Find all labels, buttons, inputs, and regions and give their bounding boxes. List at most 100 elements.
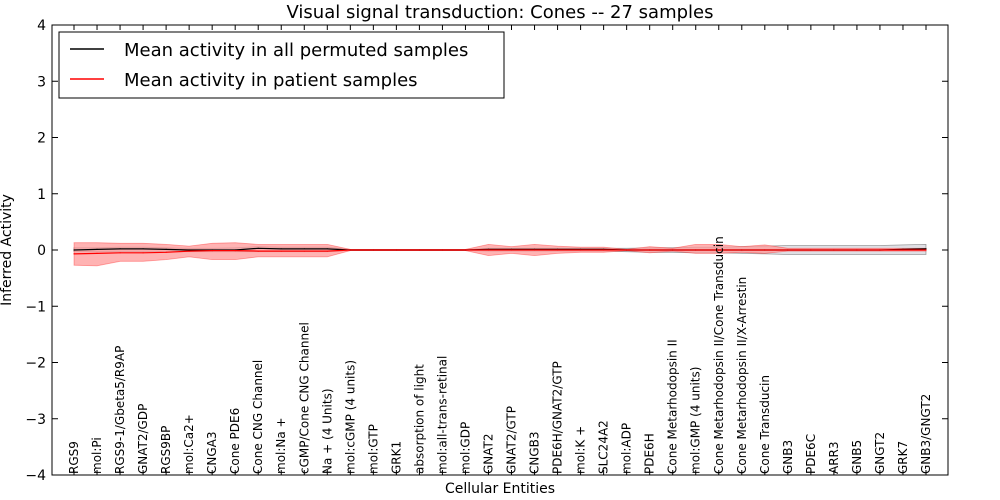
- y-tick-label: −4: [25, 468, 46, 484]
- x-tick-label: mol:Na +: [274, 417, 288, 474]
- point-patient: [695, 249, 697, 251]
- point-patient: [833, 249, 835, 251]
- point-permuted: [280, 248, 282, 250]
- point-patient: [303, 250, 305, 252]
- point-patient: [372, 249, 374, 251]
- point-patient: [119, 252, 121, 254]
- x-tick-label: cGMP/Cone CNG Channel: [297, 322, 311, 474]
- point-patient: [649, 249, 651, 251]
- point-patient: [879, 249, 881, 251]
- point-patient: [165, 251, 167, 253]
- point-patient: [211, 250, 213, 252]
- x-tick-label: mol:K +: [574, 426, 588, 474]
- x-tick-label: PDE6H/GNAT2/GTP: [551, 361, 565, 474]
- point-permuted: [73, 249, 75, 251]
- point-patient: [349, 249, 351, 251]
- x-tick-label: mol:Ca2+: [182, 414, 196, 474]
- point-permuted: [119, 248, 121, 250]
- x-tick-label: GRK7: [896, 441, 910, 474]
- point-permuted: [96, 248, 98, 250]
- x-tick-label: Cone Metarhodopsin II: [666, 339, 680, 474]
- x-tick-label: CNGB3: [528, 431, 542, 474]
- x-tick-label: GNB5: [850, 440, 864, 474]
- y-tick-label: −2: [25, 356, 46, 372]
- x-tick-label: mol:cGMP (4 units): [343, 360, 357, 474]
- x-tick-label: PDE6H: [643, 433, 657, 474]
- point-patient: [764, 249, 766, 251]
- point-permuted: [188, 249, 190, 251]
- point-patient: [234, 250, 236, 252]
- y-tick-label: −1: [25, 299, 46, 315]
- point-patient: [741, 249, 743, 251]
- point-patient: [603, 249, 605, 251]
- point-patient: [718, 249, 720, 251]
- point-patient: [810, 249, 812, 251]
- y-axis-title: Inferred Activity: [0, 194, 15, 306]
- point-patient: [856, 249, 858, 251]
- point-patient: [533, 249, 536, 251]
- point-patient: [787, 249, 789, 251]
- point-patient: [464, 249, 467, 251]
- point-patient: [557, 249, 559, 251]
- plot-frame: [51, 24, 949, 476]
- x-tick-label: mol:GMP (4 units): [689, 367, 703, 474]
- y-tick-label: 1: [37, 187, 46, 203]
- point-permuted: [142, 248, 144, 250]
- legend-label-permuted: Mean activity in all permuted samples: [124, 40, 468, 61]
- y-tick-label: 4: [37, 18, 46, 34]
- series-lines: [73, 247, 927, 255]
- x-tick-label: mol:GDP: [459, 422, 473, 474]
- point-patient: [510, 249, 513, 251]
- point-patient: [280, 250, 282, 252]
- point-patient: [487, 249, 490, 251]
- point-permuted: [303, 248, 305, 250]
- x-axis-title: Cellular Entities: [445, 481, 555, 497]
- x-tick-label: Cone Transducin: [758, 375, 772, 474]
- x-tick-label: CNGA3: [205, 432, 219, 475]
- x-tick-label: Cone Metarhodopsin II/X-Arrestin: [735, 277, 749, 474]
- x-tick-label: RGS9: [67, 441, 81, 474]
- x-tick-label: Na + (4 Units): [320, 388, 334, 474]
- x-tick-label: Cone CNG Channel: [251, 360, 265, 474]
- x-tick-label: GNAT2/GDP: [136, 404, 150, 474]
- x-tick-label: GNB3/GNGT2: [919, 394, 933, 474]
- point-permuted: [165, 248, 167, 250]
- x-tick-label: GRK1: [389, 441, 403, 474]
- point-patient: [672, 249, 674, 251]
- x-tick-label: Cone Metarhodopsin II/Cone Transducin: [712, 236, 726, 474]
- point-patient: [580, 249, 582, 251]
- line-patient: [73, 249, 926, 255]
- point-permuted: [925, 248, 927, 250]
- point-patient: [626, 249, 628, 251]
- x-tick-label: GNAT2/GTP: [505, 406, 519, 474]
- point-patient: [96, 252, 98, 254]
- x-tick-label: mol:GTP: [366, 424, 380, 474]
- y-tick-label: −3: [25, 412, 46, 428]
- point-patient: [441, 249, 443, 251]
- point-patient: [142, 252, 144, 254]
- legend-box: [58, 31, 505, 99]
- legend: Mean activity in all permuted samples Me…: [58, 31, 505, 99]
- point-patient: [73, 253, 75, 255]
- x-tick-label: mol:ADP: [620, 423, 634, 474]
- y-tick-label: 0: [37, 243, 46, 259]
- x-tick-label: ARR3: [827, 441, 841, 474]
- point-patient: [418, 249, 420, 251]
- point-patient: [902, 249, 904, 251]
- x-tick-label: GNGT2: [873, 432, 887, 474]
- point-permuted: [326, 248, 328, 250]
- x-tick-label: SLC24A2: [597, 420, 611, 474]
- x-tick-label: RGS9BP: [159, 426, 173, 474]
- x-tick-label: PDE6C: [804, 434, 818, 474]
- point-permuted: [257, 247, 259, 249]
- point-patient: [188, 250, 190, 252]
- x-tick-label: mol:all-trans-retinal: [435, 356, 449, 474]
- y-tick-label: 3: [37, 74, 46, 90]
- x-tick-label: mol:Pi: [90, 437, 104, 474]
- point-patient: [395, 249, 397, 251]
- point-patient: [257, 250, 259, 252]
- legend-label-patient: Mean activity in patient samples: [124, 70, 418, 91]
